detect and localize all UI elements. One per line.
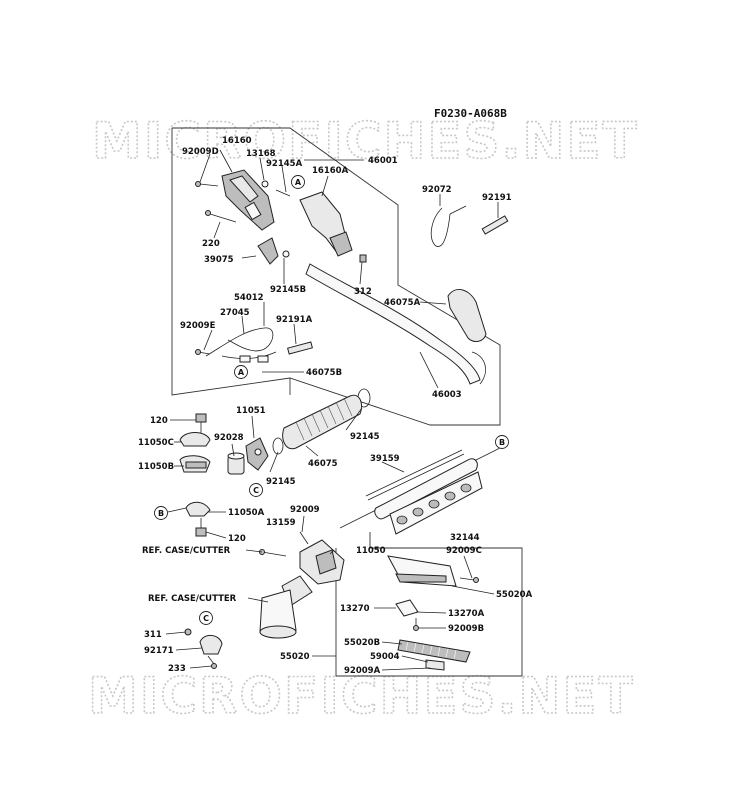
- label-46075: 46075: [308, 459, 338, 469]
- callout-a-2: A: [234, 365, 248, 379]
- label-55020A: 55020A: [496, 590, 533, 600]
- stud-92191: [481, 215, 509, 235]
- label-92171: 92171: [144, 646, 174, 656]
- label-54012: 54012: [234, 293, 264, 303]
- svg-text:A: A: [295, 178, 302, 187]
- label-92191: 92191: [482, 193, 512, 203]
- label-92191A: 92191A: [276, 315, 313, 325]
- label-11050: 11050: [356, 546, 386, 556]
- svg-text:C: C: [253, 486, 259, 495]
- shaft-39159: [365, 449, 465, 501]
- grip-46075A: [447, 288, 487, 342]
- watermark-top: MICROFICHES.NET: [92, 112, 639, 170]
- part-labels: 16160 92009D 13168 92145A 46001 16160A 9…: [138, 136, 533, 676]
- collar-92028: [227, 452, 245, 475]
- label-11050C: 11050C: [138, 438, 174, 448]
- label-27045: 27045: [220, 308, 250, 318]
- label-46075A: 46075A: [384, 298, 421, 308]
- label-311: 311: [144, 630, 162, 640]
- label-11050B: 11050B: [138, 462, 174, 472]
- label-92009A: 92009A: [344, 666, 381, 676]
- guard-55020: [387, 555, 479, 671]
- label-92145B: 92145B: [270, 285, 306, 295]
- tube-32144: [374, 458, 483, 535]
- label-13168: 13168: [246, 149, 276, 159]
- label-13159: 13159: [266, 518, 296, 528]
- label-92072: 92072: [422, 185, 452, 195]
- small-parts-upper: [195, 180, 367, 265]
- clamp-11050: [259, 531, 345, 585]
- wiring-harness-54012: [195, 327, 277, 363]
- callout-b-1: B: [495, 435, 509, 449]
- svg-text:C: C: [203, 614, 209, 623]
- label-32144: 32144: [450, 533, 480, 543]
- label-16160: 16160: [222, 136, 252, 146]
- label-46003: 46003: [432, 390, 462, 400]
- label-312: 312: [354, 287, 372, 297]
- label-120-bottom: 120: [228, 534, 246, 544]
- label-39159: 39159: [370, 454, 400, 464]
- label-120-top: 120: [150, 416, 168, 426]
- label-92009: 92009: [290, 505, 320, 515]
- label-13270: 13270: [340, 604, 370, 614]
- clamp-assembly: [179, 413, 211, 537]
- label-92009D: 92009D: [182, 147, 219, 157]
- bracket-11051: [245, 437, 269, 471]
- label-46001: 46001: [368, 156, 398, 166]
- callout-b-2: B: [154, 506, 168, 520]
- callout-a-1: A: [291, 175, 305, 189]
- label-13270A: 13270A: [448, 609, 485, 619]
- label-11051: 11051: [236, 406, 266, 416]
- handle-housing-16160A: [299, 191, 353, 257]
- label-92009E: 92009E: [180, 321, 216, 331]
- svg-text:B: B: [499, 438, 505, 447]
- svg-text:B: B: [158, 509, 164, 518]
- label-59004: 59004: [370, 652, 400, 662]
- stud-92191A: [287, 341, 313, 355]
- label-92145-upper: 92145: [350, 432, 380, 442]
- label-92145A: 92145A: [266, 159, 303, 169]
- label-ref-case-cutter-1: REF. CASE/CUTTER: [142, 546, 231, 556]
- throttle-housing-16160: [221, 169, 275, 231]
- loop-handle-46003: [305, 263, 486, 385]
- callout-c-2: C: [199, 611, 213, 625]
- label-92028: 92028: [214, 433, 244, 443]
- label-220: 220: [202, 239, 220, 249]
- gear-case-cone: [259, 575, 313, 639]
- svg-text:A: A: [238, 368, 245, 377]
- label-16160A: 16160A: [312, 166, 349, 176]
- callout-c-1: C: [249, 483, 263, 497]
- upper-frame: [171, 127, 501, 426]
- cable-tie-92072: [430, 205, 467, 247]
- label-39075: 39075: [204, 255, 234, 265]
- grip-46075: [282, 394, 363, 450]
- label-11050A: 11050A: [228, 508, 265, 518]
- label-ref-case-cutter-2: REF. CASE/CUTTER: [148, 594, 237, 604]
- label-55020B: 55020B: [344, 638, 380, 648]
- label-233: 233: [168, 664, 186, 674]
- label-92009C: 92009C: [446, 546, 482, 556]
- diagram-code: F0230-A068B: [434, 107, 507, 120]
- label-55020: 55020: [280, 652, 310, 662]
- label-92009B: 92009B: [448, 624, 484, 634]
- small-parts-lower: [184, 628, 223, 669]
- label-46075B: 46075B: [306, 368, 342, 378]
- leader-lines: [165, 149, 499, 671]
- label-92145-lower: 92145: [266, 477, 296, 487]
